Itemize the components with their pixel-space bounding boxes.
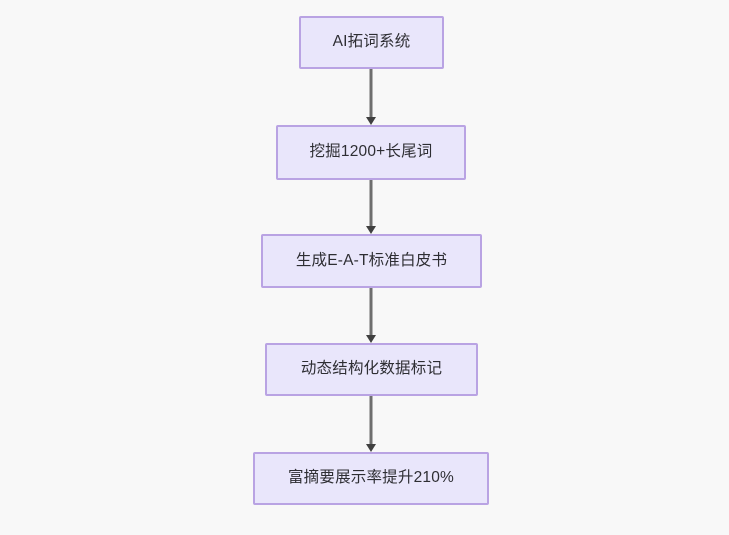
flowchart-node-3[interactable]: 生成E-A-T标准白皮书 xyxy=(261,234,482,288)
arrowhead-icon xyxy=(366,226,376,234)
flowchart-node-5-label: 富摘要展示率提升210% xyxy=(287,469,455,487)
flowchart-node-1-label: AI拓词系统 xyxy=(332,33,411,51)
edge-line xyxy=(369,396,373,444)
edge-line xyxy=(369,69,373,117)
flowchart-node-4-label: 动态结构化数据标记 xyxy=(300,360,443,378)
arrowhead-icon xyxy=(366,117,376,125)
flowchart-node-2-label: 挖掘1200+长尾词 xyxy=(309,143,433,161)
flowchart-node-2[interactable]: 挖掘1200+长尾词 xyxy=(276,125,466,180)
arrowhead-icon xyxy=(366,444,376,452)
flowchart-node-5[interactable]: 富摘要展示率提升210% xyxy=(253,452,489,505)
flowchart-node-3-label: 生成E-A-T标准白皮书 xyxy=(295,251,448,269)
flowchart-node-4[interactable]: 动态结构化数据标记 xyxy=(265,343,478,396)
edge-line xyxy=(369,288,373,335)
edge-line xyxy=(369,180,373,226)
arrowhead-icon xyxy=(366,335,376,343)
flowchart-node-1[interactable]: AI拓词系统 xyxy=(299,16,444,69)
